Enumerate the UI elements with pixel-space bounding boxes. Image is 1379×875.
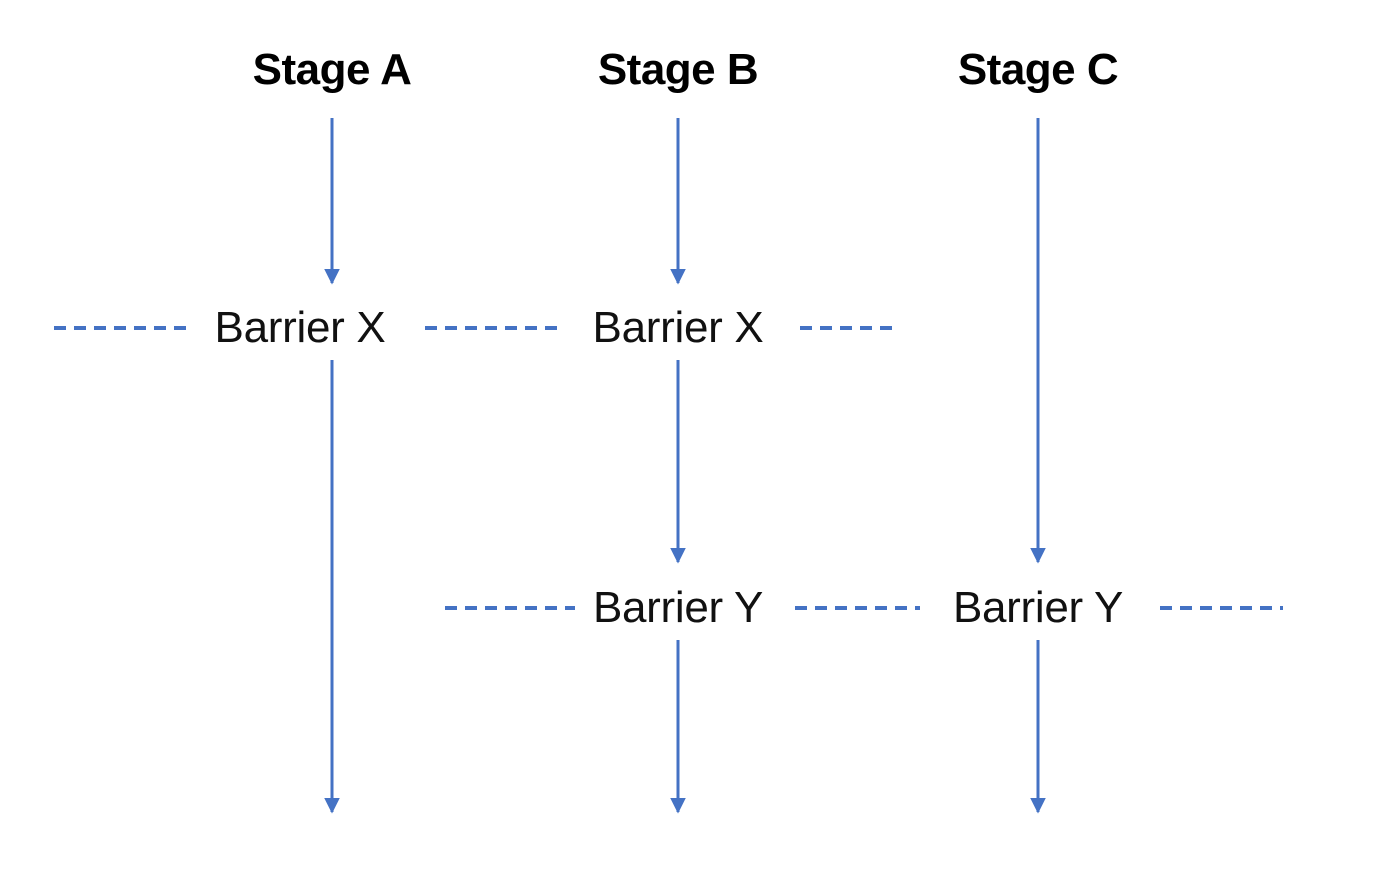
barrier-label-y-right: Barrier Y bbox=[942, 582, 1134, 634]
stage-label-b: Stage B bbox=[597, 45, 759, 94]
arrows-group bbox=[324, 118, 1046, 814]
stage-label-a: Stage A bbox=[252, 45, 412, 94]
barrier-label-y-left: Barrier Y bbox=[582, 582, 774, 634]
stage-label-c: Stage C bbox=[957, 45, 1119, 94]
dashed-barrier-lines-group bbox=[54, 326, 1283, 610]
barrier-label-x-right: Barrier X bbox=[582, 302, 774, 354]
barrier-label-x-left: Barrier X bbox=[204, 302, 396, 354]
